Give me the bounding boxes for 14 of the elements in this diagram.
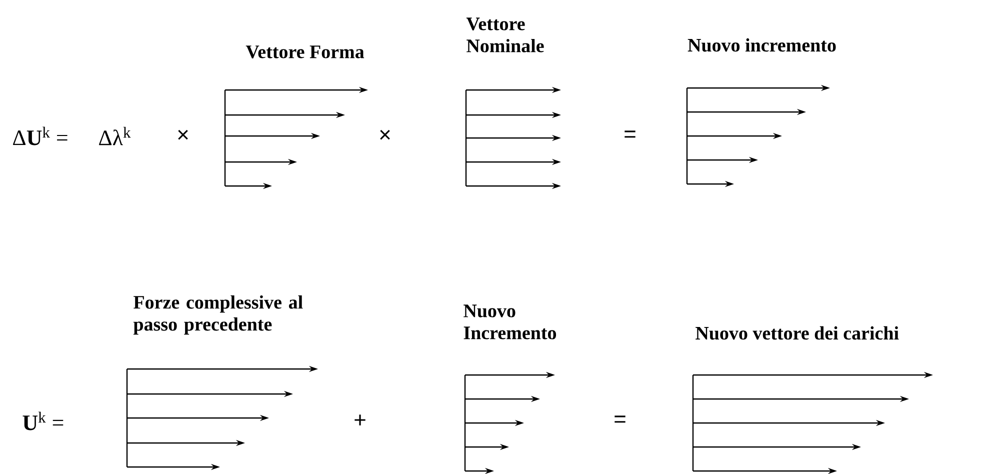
- operator-sign: =: [614, 416, 626, 423]
- vector-title: Vettore Forma: [246, 46, 364, 58]
- vector-title: Nuovo vettore dei carichi: [696, 326, 899, 340]
- formula-term: Δλ$^{k}$: [99, 126, 131, 146]
- formula-term: U$^{k}$ =: [22, 412, 64, 430]
- vector-title: Nuovo Incremento: [464, 304, 556, 340]
- vector-title: Forze complessive al passo precedente: [133, 295, 303, 335]
- operator-sign: ×: [380, 130, 390, 140]
- formula-term: ΔU$^{k}$ =: [13, 126, 68, 146]
- operator-sign: =: [624, 130, 636, 138]
- vector-title: Vettore Nominale: [466, 18, 544, 52]
- operator-sign: ×: [178, 130, 188, 140]
- operator-sign: +: [354, 414, 366, 426]
- vector-title: Nuovo incremento: [688, 38, 836, 52]
